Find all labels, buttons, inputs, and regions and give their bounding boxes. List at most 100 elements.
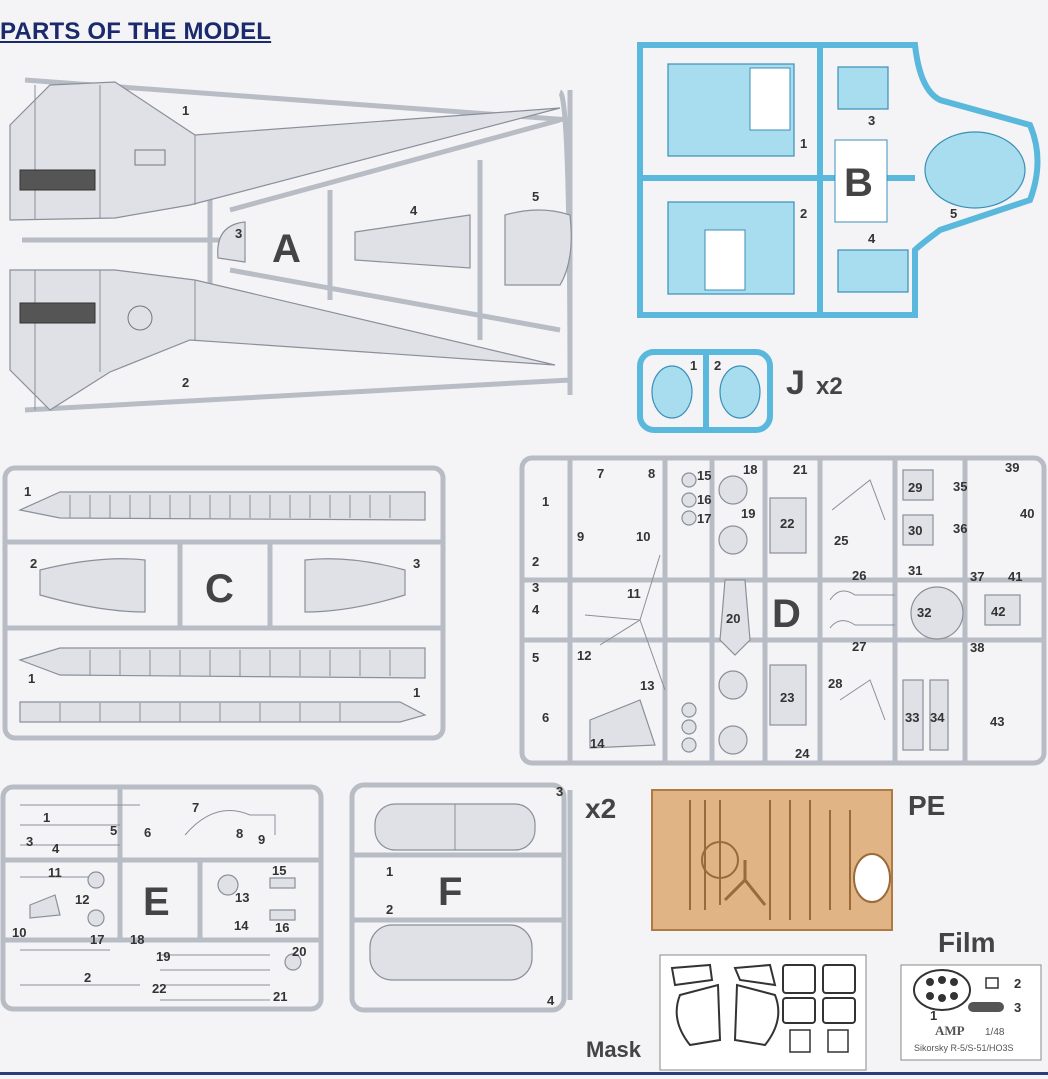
- sprue-e-part-13: 13: [235, 890, 249, 905]
- sprue-d-part-6: 6: [542, 710, 549, 725]
- film-model: Sikorsky R-5/S-51/HO3S: [914, 1043, 1014, 1053]
- sprue-d-part-2: 2: [532, 554, 539, 569]
- sprue-d-part-28: 28: [828, 676, 842, 691]
- sprue-d-part-1: 1: [542, 494, 549, 509]
- sprue-d-part-29: 29: [908, 480, 922, 495]
- film-part-1: 1: [930, 1008, 937, 1023]
- sprue-e-part-9: 9: [258, 832, 265, 847]
- sprue-e: 1 2 3 4 5 6 7 8 9 10 11 12 13 14 15 16 1…: [0, 784, 324, 1012]
- sprue-d-part-34: 34: [930, 710, 945, 725]
- sprue-e-part-1: 1: [43, 810, 50, 825]
- sprue-d-part-41a: 41: [1008, 569, 1022, 584]
- sprue-d-part-18a: 18: [743, 462, 757, 477]
- sprue-d-part-39: 39: [1005, 460, 1019, 475]
- sprue-e-part-2: 2: [84, 970, 91, 985]
- sprue-e-part-19: 19: [156, 949, 170, 964]
- sprue-e-part-3a: 3: [26, 834, 33, 849]
- sprue-a-part-1: 1: [182, 103, 189, 118]
- sprue-d-part-36: 36: [953, 521, 967, 536]
- sprue-f-letter: F: [438, 870, 462, 914]
- sprue-e-part-12: 12: [75, 892, 89, 907]
- sprue-b-part-2: 2: [800, 206, 807, 221]
- sprue-d-part-23: 23: [780, 690, 794, 705]
- sprue-e-part-6: 6: [144, 825, 151, 840]
- sprue-d-part-11: 11: [627, 586, 641, 601]
- sprue-a-letter: A: [272, 227, 301, 271]
- sprue-j: 1 2 J x2: [637, 349, 843, 433]
- sprue-e-part-11: 11: [48, 865, 62, 880]
- sprue-e-part-15: 15: [272, 863, 286, 878]
- sprue-e-part-10: 10: [12, 925, 26, 940]
- sprue-d-part-40: 40: [1020, 506, 1034, 521]
- mask-label: Mask: [586, 1037, 642, 1062]
- sprue-d-part-14: 14: [590, 736, 605, 751]
- sprue-f-part-3: 3: [556, 784, 563, 799]
- mask-sheet: Mask: [586, 954, 867, 1071]
- sprue-e-part-22: 22: [152, 981, 166, 996]
- sprue-c-part-1c: 1: [413, 685, 420, 700]
- sprue-b-part-3: 3: [868, 113, 875, 128]
- sprue-a-part-5: 5: [532, 189, 539, 204]
- sprue-a-part-2: 2: [182, 375, 189, 390]
- sprue-d-part-27: 27: [852, 639, 866, 654]
- sprue-d-part-5: 5: [532, 650, 539, 665]
- sprue-c-part-1a: 1: [24, 484, 31, 499]
- sprue-f: 1 2 3 4 F x2: [349, 782, 616, 1013]
- sprue-d-part-30: 30: [908, 523, 922, 538]
- sprue-d-part-13: 13: [640, 678, 654, 693]
- sprue-d-letter: D: [772, 592, 801, 636]
- sprue-d-part-10: 10: [636, 529, 650, 544]
- sprue-e-part-17: 17: [90, 932, 104, 947]
- sprue-d-part-4: 4: [532, 602, 540, 617]
- sprue-e-part-14: 14: [234, 918, 249, 933]
- sprue-d-part-3: 3: [532, 580, 539, 595]
- sprue-j-multiplier: x2: [816, 373, 843, 400]
- film-sheet: Film 1 2 3 AMP 1/48 Sikorsky R-5/S-51/HO…: [900, 927, 1042, 1061]
- sprue-d-part-21: 21: [793, 462, 807, 477]
- page-title: PARTS OF THE MODEL: [0, 18, 272, 45]
- sprue-e-part-7: 7: [192, 800, 199, 815]
- film-part-3: 3: [1014, 1000, 1021, 1015]
- film-label: Film: [938, 927, 996, 958]
- sprue-b-part-4: 4: [868, 231, 876, 246]
- pe-fret: PE: [651, 789, 945, 931]
- sprue-c-letter: C: [205, 567, 234, 611]
- sprue-d-part-31a: 31: [908, 563, 922, 578]
- film-brand: AMP: [935, 1023, 965, 1038]
- sprue-e-part-8: 8: [236, 826, 243, 841]
- sprue-c-part-1b: 1: [28, 671, 35, 686]
- sprue-e-part-4a: 4: [52, 841, 60, 856]
- sprue-a-part-4: 4: [410, 203, 418, 218]
- sprue-d-part-22: 22: [780, 516, 794, 531]
- sprue-d-part-25: 25: [834, 533, 848, 548]
- sprue-a-part-3: 3: [235, 226, 242, 241]
- sprue-e-part-5: 5: [110, 823, 117, 838]
- sprue-a: 1 2 3 4 5 A: [9, 77, 573, 413]
- film-part-2: 2: [1014, 976, 1021, 991]
- bottom-rule: [0, 1072, 1048, 1075]
- sprue-d-part-37: 37: [970, 569, 984, 584]
- sprue-f-part-2: 2: [386, 902, 393, 917]
- sprue-b-letter: B: [844, 161, 873, 205]
- sprue-f-part-1: 1: [386, 864, 393, 879]
- sprue-d-part-15a: 15: [697, 468, 711, 483]
- sprue-d-part-20: 20: [726, 611, 740, 626]
- sprue-c-part-3: 3: [413, 556, 420, 571]
- sprue-d-part-12: 12: [577, 648, 591, 663]
- sprue-d-part-19a: 19: [741, 506, 755, 521]
- sprue-d-part-33: 33: [905, 710, 919, 725]
- pe-label: PE: [908, 790, 945, 821]
- sprue-b: 1 2 3 4 5 B: [637, 42, 1041, 318]
- sprue-d-part-7: 7: [597, 466, 604, 481]
- film-scale: 1/48: [985, 1027, 1005, 1038]
- sprue-d-part-43: 43: [990, 714, 1004, 729]
- sprue-b-part-5: 5: [950, 206, 957, 221]
- sprue-d-part-38: 38: [970, 640, 984, 655]
- sprue-j-letter: J: [786, 364, 805, 402]
- sprue-d: 1 2 3 4 5 6 7 8 9 10 11 12 13 14 15 16 1…: [519, 455, 1047, 766]
- sprue-j-part-1: 1: [690, 358, 697, 373]
- sprue-e-letter: E: [143, 880, 170, 924]
- sprue-d-part-26: 26: [852, 568, 866, 583]
- sprue-c-part-2: 2: [30, 556, 37, 571]
